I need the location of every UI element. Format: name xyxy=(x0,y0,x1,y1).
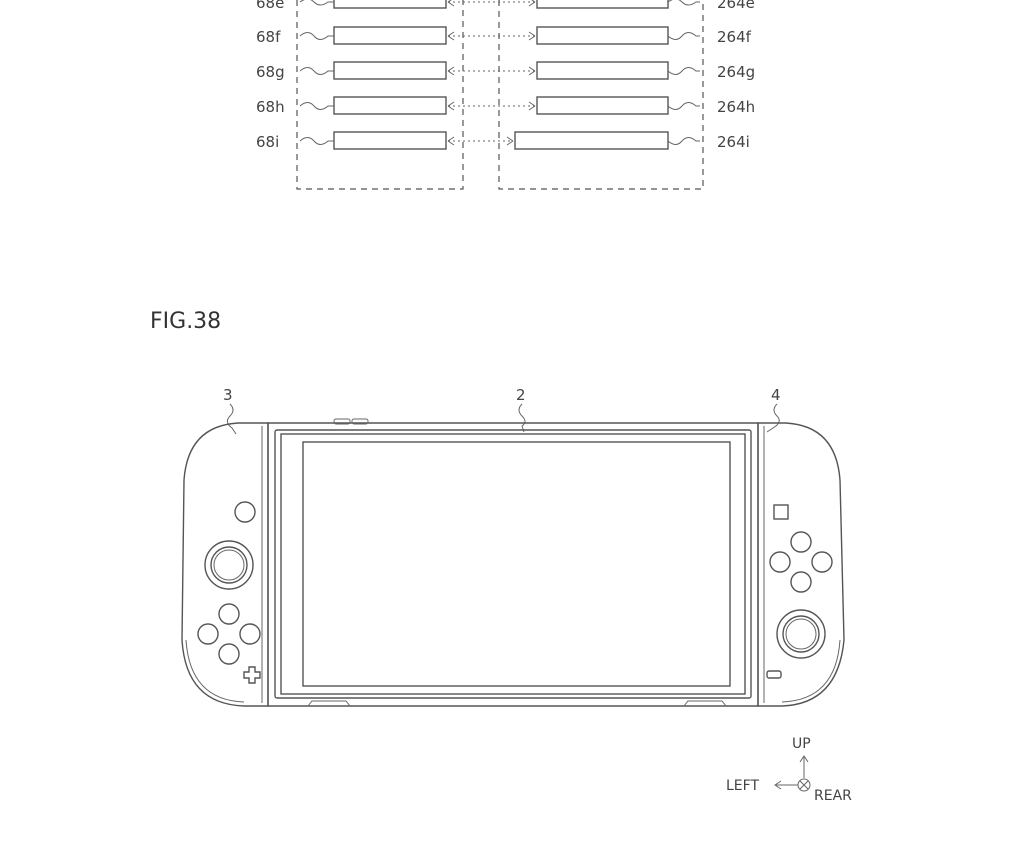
action-buttons-icon xyxy=(769,531,833,593)
up-arrow-icon xyxy=(799,755,809,763)
volume-button-icon xyxy=(333,418,351,425)
leader-3 xyxy=(226,403,237,435)
right-ref-g: 264g xyxy=(717,63,755,81)
right-analog-stick-icon xyxy=(776,609,826,659)
figure-title: FIG.38 xyxy=(150,309,221,334)
row-e xyxy=(299,0,700,9)
row-f xyxy=(299,26,700,45)
left-ref-e: 68e xyxy=(256,0,284,12)
right-controller xyxy=(757,422,845,707)
axis-left-label: LEFT xyxy=(726,778,759,794)
left-ref-g: 68g xyxy=(256,63,285,81)
row-i xyxy=(299,131,700,150)
ref-left-controller: 3 xyxy=(223,386,233,404)
left-ref-f: 68f xyxy=(256,28,281,46)
left-dashed-enclosure xyxy=(296,0,464,190)
left-arrow-icon xyxy=(774,780,782,790)
right-ref-h: 264h xyxy=(717,98,755,116)
stand-right xyxy=(683,700,727,707)
top-diagram: 68e 68f 68g 68h 68i 264e 264f 264g 264h … xyxy=(256,0,755,190)
axis-up-label: UP xyxy=(792,736,811,752)
left-ref-h: 68h xyxy=(256,98,285,116)
ref-main-body: 2 xyxy=(516,386,526,404)
ref-right-controller: 4 xyxy=(771,386,781,404)
leader-2 xyxy=(518,403,526,433)
leader-4 xyxy=(766,403,780,433)
game-device xyxy=(181,418,845,707)
home-button-icon xyxy=(773,504,789,520)
left-analog-stick-icon xyxy=(204,540,254,590)
row-h xyxy=(299,96,700,115)
display-screen xyxy=(302,441,731,687)
stand-left xyxy=(307,700,351,707)
right-ref-f: 264f xyxy=(717,28,752,46)
main-body xyxy=(267,418,759,707)
right-dashed-enclosure xyxy=(498,0,704,190)
axis-rear-label: REAR xyxy=(814,788,852,804)
left-controller xyxy=(181,422,269,707)
right-ref-e: 264e xyxy=(717,0,755,12)
left-ref-i: 68i xyxy=(256,133,279,151)
right-ref-i: 264i xyxy=(717,133,750,151)
direction-buttons-icon xyxy=(197,603,261,665)
minus-button-icon xyxy=(234,501,256,523)
orientation-axes: UP LEFT REAR xyxy=(726,736,852,804)
capture-button-icon xyxy=(243,666,261,684)
row-g xyxy=(299,61,700,80)
indicator-icon xyxy=(766,670,782,679)
